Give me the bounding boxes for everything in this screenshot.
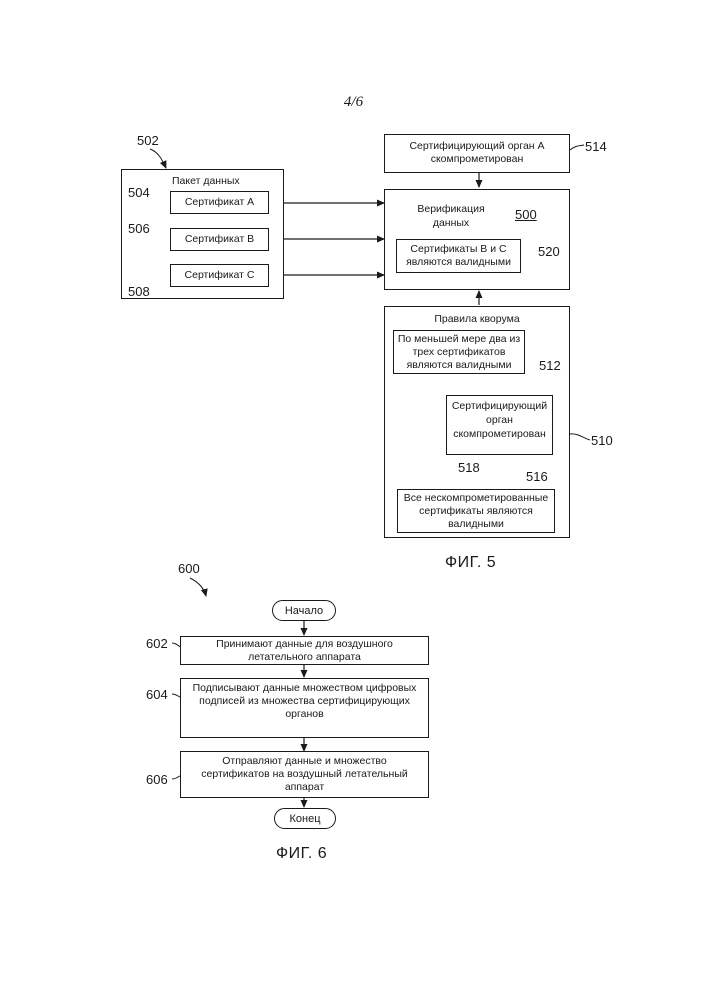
end-terminal: Конец <box>274 808 336 829</box>
ref-520: 520 <box>538 244 560 259</box>
ref-508: 508 <box>128 284 150 299</box>
certificate-c-box: Сертификат C <box>170 264 269 287</box>
verification-line2: данных <box>401 217 501 230</box>
rule-all-line1: Все нескомпрометированные <box>398 492 554 505</box>
certificate-a-label: Сертификат A <box>171 196 268 209</box>
rule-compromised-line1: Сертифицирующий <box>447 400 552 413</box>
end-label: Конец <box>289 813 320 825</box>
ref-504: 504 <box>128 185 150 200</box>
certificate-b-label: Сертификат B <box>171 233 268 246</box>
authority-compromised-box: Сертифицирующий орган A скомпрометирован <box>384 134 570 173</box>
rule-authority-compromised-box: Сертифицирующий орган скомпрометирован <box>446 395 553 455</box>
result-line2: являются валидными <box>397 256 520 269</box>
ref-500: 500 <box>515 207 537 222</box>
leader-514 <box>570 145 584 150</box>
step-602-line2: летательного аппарата <box>248 651 361 664</box>
start-terminal: Начало <box>272 600 336 621</box>
step-602-box: Принимают данные для воздушного летатель… <box>180 636 429 665</box>
certificate-b-box: Сертификат B <box>170 228 269 251</box>
leader-502 <box>150 149 166 168</box>
verification-line1: Верификация <box>401 203 501 216</box>
packet-title: Пакет данных <box>172 175 240 188</box>
quorum-title: Правила кворума <box>385 313 569 326</box>
ref-516: 516 <box>526 469 548 484</box>
ref-602: 602 <box>146 636 168 651</box>
result-line1: Сертификаты B и C <box>397 243 520 256</box>
authority-compromised-line2: скомпрометирован <box>385 153 569 166</box>
step-606-line3: аппарат <box>285 781 324 794</box>
rule-two-line3: являются валидными <box>394 359 524 372</box>
leader-510 <box>570 434 590 440</box>
ref-606: 606 <box>146 772 168 787</box>
rule-all-line2: сертификаты являются <box>398 505 554 518</box>
ref-502: 502 <box>137 133 159 148</box>
ref-518: 518 <box>458 460 480 475</box>
step-602-line1: Принимают данные для воздушного <box>216 638 393 651</box>
rule-two-of-three-box: По меньшей мере два из трех сертификатов… <box>393 330 525 374</box>
result-valid-box: Сертификаты B и C являются валидными <box>396 239 521 273</box>
step-606-line2: сертификатов на воздушный летательный <box>201 768 408 781</box>
step-604-line1: Подписывают данные множеством цифровых <box>193 682 417 695</box>
step-606-box: Отправляют данные и множество сертификат… <box>180 751 429 798</box>
ref-604: 604 <box>146 687 168 702</box>
step-606-line1: Отправляют данные и множество <box>222 755 386 768</box>
step-604-box: Подписывают данные множеством цифровых п… <box>180 678 429 738</box>
rule-two-line2: трех сертификатов <box>394 346 524 359</box>
rule-all-valid-box: Все нескомпрометированные сертификаты яв… <box>397 489 555 533</box>
certificate-a-box: Сертификат A <box>170 191 269 214</box>
rule-all-line3: валидными <box>398 518 554 531</box>
leader-600 <box>190 578 206 596</box>
ref-514: 514 <box>585 139 607 154</box>
ref-600: 600 <box>178 561 200 576</box>
figure-6-caption: ФИГ. 6 <box>276 845 327 863</box>
rule-compromised-line3: скомпрометирован <box>447 428 552 441</box>
ref-506: 506 <box>128 221 150 236</box>
ref-512: 512 <box>539 358 561 373</box>
certificate-c-label: Сертификат C <box>171 269 268 282</box>
step-604-line3: органов <box>285 708 323 721</box>
ref-510: 510 <box>591 433 613 448</box>
step-604-line2: подписей из множества сертифицирующих <box>199 695 410 708</box>
rule-compromised-line2: орган <box>447 414 552 427</box>
figure-5-caption: ФИГ. 5 <box>445 554 496 572</box>
rule-two-line1: По меньшей мере два из <box>394 333 524 346</box>
authority-compromised-line1: Сертифицирующий орган A <box>385 140 569 153</box>
start-label: Начало <box>285 605 323 617</box>
